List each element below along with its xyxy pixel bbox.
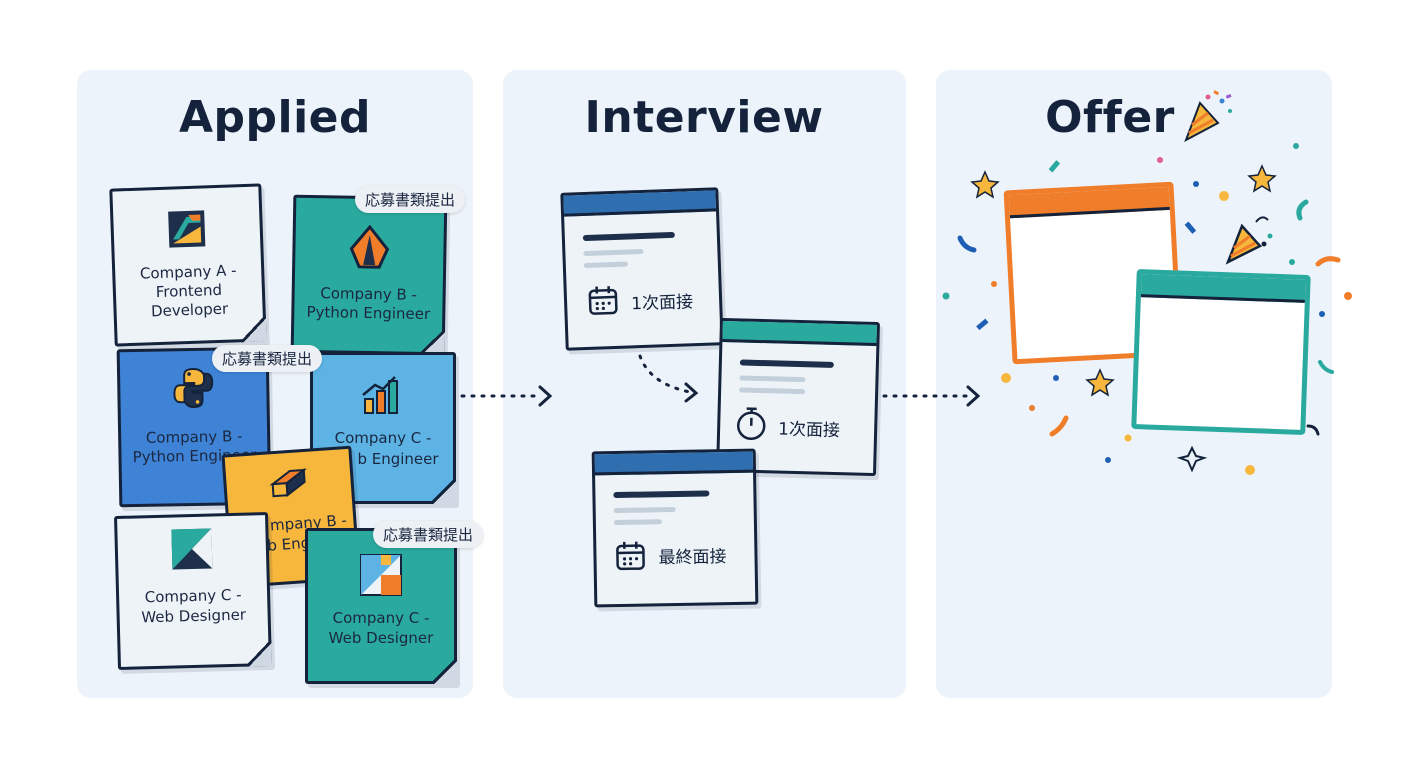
stopwatch-icon: [736, 407, 766, 441]
applied-column-title: Applied: [178, 92, 372, 143]
python-logo-icon: [173, 368, 214, 409]
application-card-company-c-web-designer-teal[interactable]: Company C - Web Designer: [305, 528, 457, 684]
card-title-line-1: Company C -: [332, 609, 430, 627]
bar-chart-growth-icon: [362, 376, 398, 414]
status-badge-documents-submitted: 応募書類提出: [212, 345, 323, 372]
application-card-company-b-engineer-yellow[interactable]: mpany B - b Engineer: [221, 445, 361, 589]
interview-column-title: Interview: [584, 92, 824, 143]
status-badge-documents-submitted: 応募書類提出: [373, 521, 484, 548]
status-badge-documents-submitted: 応募書類提出: [355, 186, 466, 213]
calendar-icon: [616, 541, 645, 571]
flow-arrow-applied-to-interview: [460, 385, 553, 407]
offer-column-title: Offer: [1045, 92, 1175, 143]
card-title-line-2: b Engineer: [357, 450, 439, 468]
page-curl: [431, 658, 457, 684]
cube-logo-icon: [269, 468, 307, 498]
card-title-line-2: Web Designer: [328, 629, 434, 647]
company-c-logo-icon: [360, 554, 402, 596]
application-card-company-c-web-designer[interactable]: Company C - Web Designer: [114, 512, 272, 670]
application-card-company-b-python-blue[interactable]: Company B - Python Engineer: [116, 346, 272, 508]
application-card-company-b-python-teal[interactable]: Company B - Python Engineer: [290, 194, 448, 356]
card-title-line-1: Company C -: [334, 429, 432, 447]
company-b-logo-icon: [349, 224, 390, 269]
confetti-decoration: [942, 143, 1352, 475]
flow-arrow-interview-to-offer: [882, 385, 981, 407]
interview-card-first-round-2[interactable]: 1次面接: [716, 317, 880, 477]
calendar-icon: [588, 286, 618, 315]
application-card-company-a-frontend[interactable]: Company A - Frontend Developer: [109, 183, 267, 347]
company-a-logo-icon: [168, 210, 206, 248]
flow-arrow-interview-internal: [638, 354, 699, 403]
interview-card-first-round-1[interactable]: 1次面接: [560, 187, 724, 351]
interview-card-final-round[interactable]: 最終面接: [591, 448, 759, 608]
page-curl: [430, 478, 456, 504]
company-c-logo-icon: [171, 528, 213, 570]
party-popper-icon: [1225, 216, 1273, 265]
